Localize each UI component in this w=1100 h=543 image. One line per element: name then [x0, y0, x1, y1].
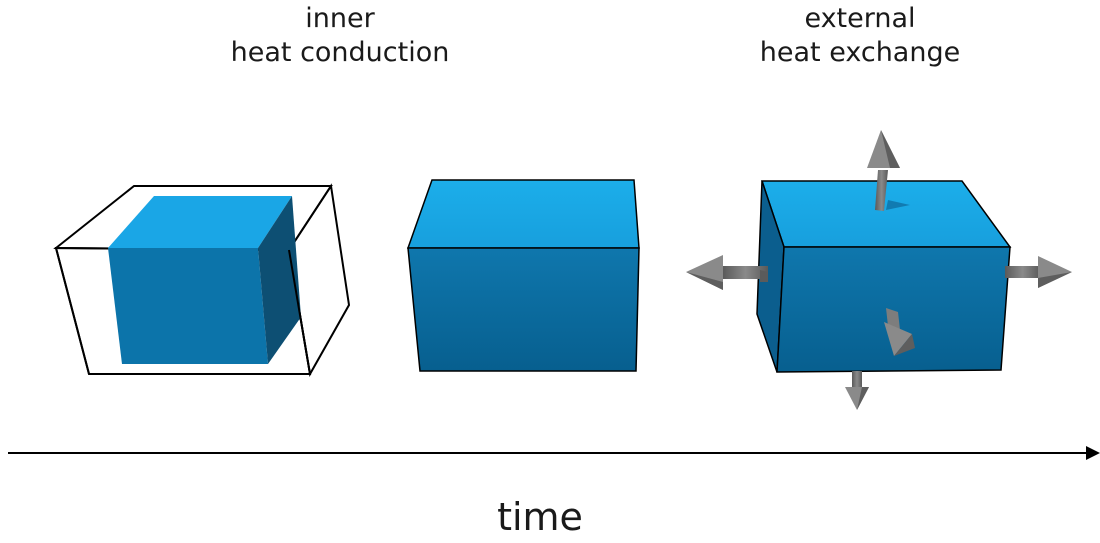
time-axis-label: time [497, 495, 583, 539]
external-cube-front [776, 246, 1011, 373]
inner-cube-side [258, 196, 301, 364]
inner-label-line2: heat conduction [230, 37, 450, 68]
external-heat-exchange-label: external heat exchange [700, 2, 1020, 70]
time-axis [8, 446, 1100, 460]
arrow-front-icon [884, 308, 915, 356]
arrow-left-icon [686, 255, 768, 290]
time-arrowhead-icon [1086, 446, 1100, 460]
arrow-down-icon [845, 371, 869, 410]
middle-cube-front [407, 247, 640, 372]
inner-heat-conduction-label: inner heat conduction [180, 2, 500, 70]
inner-cube-group [53, 183, 351, 377]
inner-label-line1: inner [305, 3, 375, 34]
external-cube-top [760, 180, 1012, 248]
external-cube-group [686, 130, 1072, 410]
middle-cube-group [406, 179, 640, 372]
external-label-line1: external [804, 3, 916, 34]
middle-cube-top [406, 179, 640, 249]
arrow-up-icon [867, 130, 910, 211]
inner-cube-top [108, 196, 292, 248]
external-label-line2: heat exchange [759, 37, 961, 68]
arrow-right-icon [1005, 256, 1072, 288]
inner-cube-front [108, 248, 268, 364]
